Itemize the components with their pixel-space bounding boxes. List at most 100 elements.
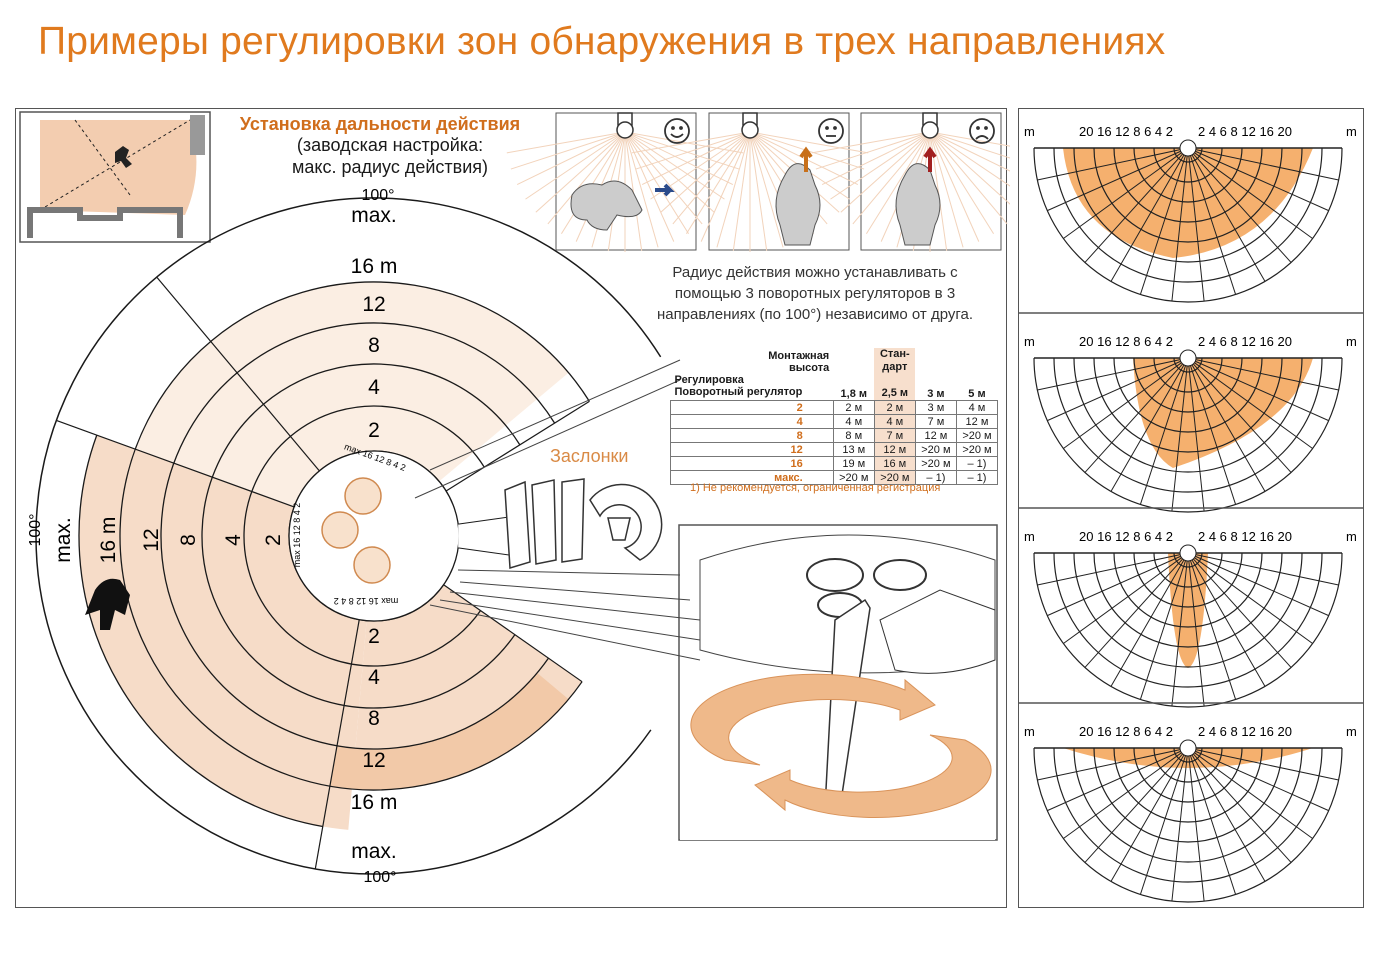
row-label: 2 (670, 400, 834, 415)
note-line3: направлениях (по 100°) независимо от дру… (656, 306, 974, 323)
arrow-up-icon (799, 146, 813, 172)
ring-label-left: 2 (262, 534, 285, 546)
ring-label-bottom: max. (351, 840, 397, 863)
info-subtitle: (заводская настройка: макс. радиус дейст… (240, 134, 540, 178)
angle-label: 100° (363, 869, 396, 886)
ring-label-bottom: 16 m (351, 791, 398, 814)
angle-label: 100° (27, 513, 44, 546)
ring-label-bottom: 12 (362, 749, 385, 772)
table-cell: >20 м (873, 470, 916, 485)
table-cell: 12 м (873, 442, 916, 457)
row-label: макс. (670, 470, 834, 485)
page-title: Примеры регулировки зон обнаружения в тр… (38, 20, 1166, 63)
table-cell: 4 м (955, 400, 999, 415)
coverage-panel: m m 20 16 12 8 6 4 2 2 4 6 8 12 16 20 (1018, 312, 1364, 513)
rotate-arrow-top-icon (690, 673, 936, 766)
row-label: 12 (670, 442, 834, 457)
note-line2: помощью 3 поворотных регуляторов в 3 (674, 285, 956, 302)
scale-ticks-right: 2 4 6 8 12 16 20 (1198, 529, 1292, 544)
table-row: макс.>20 м>20 м– 1)– 1) (670, 470, 999, 485)
rotate-arrow-bottom-icon (754, 734, 992, 818)
header-mount-1: Монтажная (768, 350, 830, 362)
header-mount-2: высота (789, 362, 830, 374)
note-line1: Радиус действия можно устанавливать с (672, 264, 958, 281)
scale-ticks-left: 20 16 12 8 6 4 2 (1079, 124, 1173, 139)
ring-label-top: max. (351, 204, 397, 227)
ring-label-top: 4 (368, 376, 380, 399)
table-cell: 7 м (873, 428, 916, 443)
col-h-2: 3 м (915, 348, 957, 401)
header-adjust: Регулировка (674, 374, 744, 386)
unit-label: m (1346, 529, 1357, 544)
ring-label-bottom: 8 (368, 707, 380, 730)
range-note: Радиус действия можно устанавливать с по… (625, 262, 1005, 325)
table-cell: 3 м (914, 400, 957, 415)
info-subtitle-line2: макс. радиус действия) (291, 157, 488, 177)
std-line1: Стан- (879, 348, 910, 360)
row-label: 8 (670, 428, 834, 443)
walking-figure-left (570, 180, 643, 231)
table-cell: 4 м (873, 414, 916, 429)
table-cell: 19 м (832, 456, 875, 471)
ring-label-top: 8 (368, 334, 380, 357)
table-cell: 2 м (873, 400, 916, 415)
angle-label: 100° (361, 187, 394, 204)
unit-label: m (1024, 124, 1035, 139)
arrow-up-red-icon (923, 146, 937, 172)
table-cell: 16 м (873, 456, 916, 471)
table-cell: >20 м (914, 442, 957, 457)
table-cell: >20 м (955, 428, 999, 443)
header-adjust-group: Регулировка Поворотный регулятор (675, 374, 803, 398)
row-label: 16 (670, 456, 834, 471)
scale-ticks-left: 20 16 12 8 6 4 2 (1079, 334, 1173, 349)
shutter-flaps (504, 478, 663, 569)
ring-label-left: max. (52, 517, 75, 563)
std-line2: дарт (882, 361, 908, 373)
col-h-1: Стан- дарт 2,5 м (874, 348, 916, 401)
col-h-3: 5 м (956, 348, 998, 401)
row-label: 4 (670, 414, 834, 429)
sensor-scenario-panels (506, 112, 1010, 252)
range-table: Монтажная высота Регулировка Поворотный … (670, 348, 999, 485)
arrow-right-icon (655, 183, 675, 197)
dial-scale: max 16 12 8 4 2 (334, 596, 399, 606)
unit-label: m (1024, 334, 1035, 349)
scale-ticks-right: 2 4 6 8 12 16 20 (1198, 724, 1292, 739)
unit-label: m (1346, 334, 1357, 349)
walking-figure-right (895, 163, 941, 246)
coverage-panel: m m 20 16 12 8 6 4 2 2 4 6 8 12 16 20 (1018, 507, 1364, 708)
room-plan-inset (19, 111, 211, 243)
table-cell: 2 м (832, 400, 875, 415)
ring-label-bottom: 2 (368, 625, 380, 648)
table-cell: 12 м (955, 414, 999, 429)
person-icon (115, 146, 132, 168)
unit-label: m (1024, 724, 1035, 739)
table-footnote: 1) Не рекомендуется, ограниченная регист… (690, 482, 941, 494)
table-cell: 12 м (914, 428, 957, 443)
ring-label-top: 16 m (351, 255, 398, 278)
table-cell: – 1) (955, 470, 999, 485)
main-diagram-frame (15, 108, 1007, 908)
scale-ticks-left: 20 16 12 8 6 4 2 (1079, 529, 1173, 544)
ring-label-left: 8 (177, 534, 200, 546)
person-icon (85, 578, 130, 630)
scale-ticks-right: 2 4 6 8 12 16 20 (1198, 334, 1292, 349)
table-cell: 7 м (914, 414, 957, 429)
unit-label: m (1024, 529, 1035, 544)
walking-figure-mid (775, 163, 821, 246)
table-cell: 13 м (832, 442, 875, 457)
unit-label: m (1346, 124, 1357, 139)
info-subtitle-line1: (заводская настройка: (296, 135, 484, 155)
table-cell: 8 м (832, 428, 875, 443)
smiley-icons (664, 118, 995, 144)
table-cell: >20 м (955, 442, 999, 457)
table-cell: 4 м (832, 414, 875, 429)
